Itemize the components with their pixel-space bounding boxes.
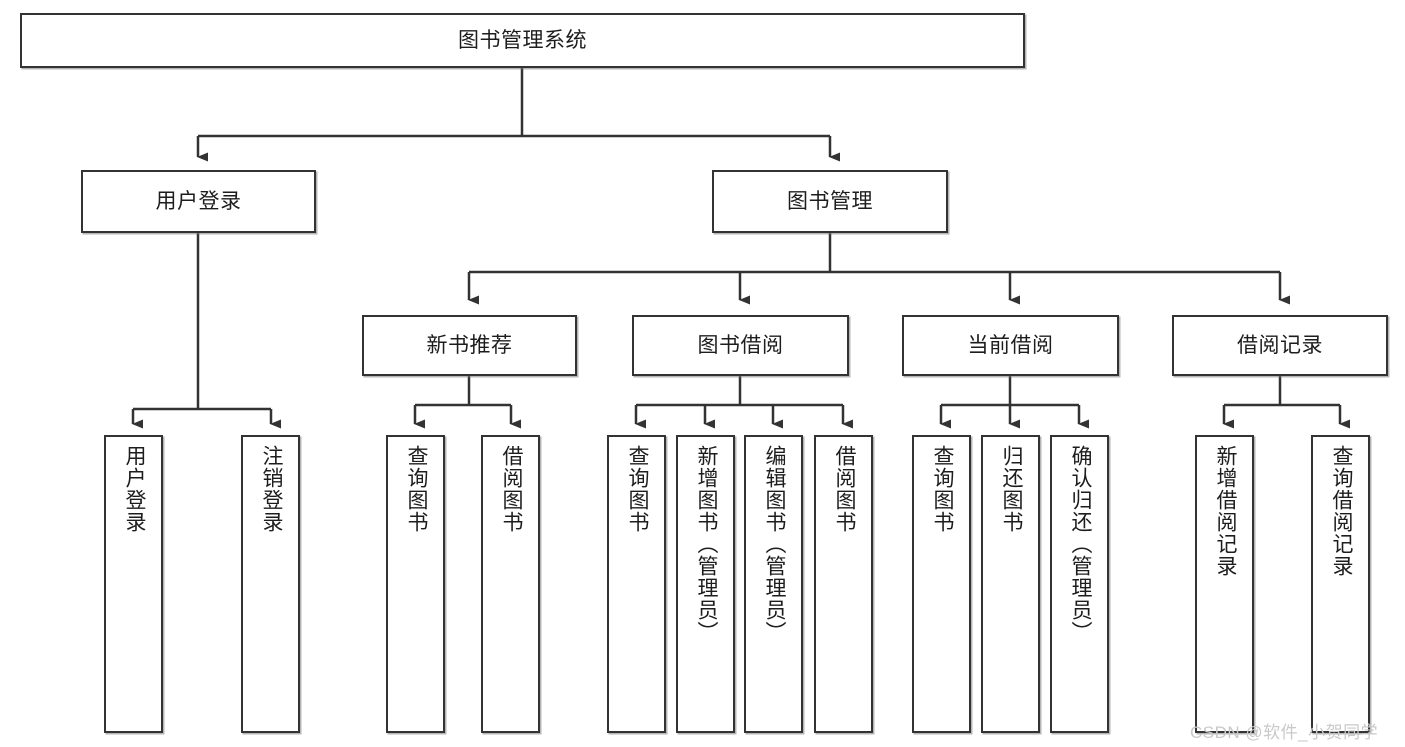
leaf-logout-label: 注销登录	[259, 445, 283, 533]
leaf-borrow-book-borrow-label: 借阅图书	[832, 445, 856, 533]
leaf-edit-book-admin-label: 编辑图书（管理员）	[762, 445, 786, 643]
node-borrow-record-label: 借阅记录	[1237, 334, 1323, 357]
leaf-borrow-book-borrow[interactable]: 借阅图书	[814, 435, 873, 733]
node-book-borrow-label: 图书借阅	[697, 334, 784, 357]
leaf-logout[interactable]: 注销登录	[241, 435, 300, 733]
leaf-add-borrow-record[interactable]: 新增借阅记录	[1195, 435, 1254, 733]
node-user-login-label: 用户登录	[155, 190, 242, 213]
leaf-borrow-book-newbook[interactable]: 借阅图书	[481, 435, 540, 733]
leaf-query-borrow-record-label: 查询借阅记录	[1329, 445, 1353, 577]
leaf-confirm-return-admin-label: 确认归还（管理员）	[1068, 445, 1092, 643]
leaf-query-book-borrow-label: 查询图书	[625, 445, 649, 533]
leaf-query-book-newbook-label: 查询图书	[404, 445, 428, 533]
node-book-management-label: 图书管理	[787, 190, 873, 213]
leaf-user-login[interactable]: 用户登录	[104, 435, 163, 733]
node-book-borrow[interactable]: 图书借阅	[632, 315, 849, 376]
leaf-return-book-label: 归还图书	[999, 445, 1023, 533]
leaf-query-book-newbook[interactable]: 查询图书	[386, 435, 445, 733]
node-user-login[interactable]: 用户登录	[81, 170, 316, 233]
node-new-book-recommend[interactable]: 新书推荐	[362, 315, 577, 376]
leaf-edit-book-admin[interactable]: 编辑图书（管理员）	[744, 435, 803, 733]
leaf-user-login-label: 用户登录	[122, 445, 146, 533]
leaf-query-book-current[interactable]: 查询图书	[912, 435, 971, 733]
leaf-confirm-return-admin[interactable]: 确认归还（管理员）	[1050, 435, 1109, 733]
leaf-add-book-admin[interactable]: 新增图书（管理员）	[676, 435, 735, 733]
leaf-return-book[interactable]: 归还图书	[981, 435, 1040, 733]
node-root[interactable]: 图书管理系统	[20, 13, 1025, 68]
leaf-query-borrow-record[interactable]: 查询借阅记录	[1311, 435, 1370, 733]
node-root-label: 图书管理系统	[458, 29, 587, 52]
node-new-book-recommend-label: 新书推荐	[426, 334, 513, 357]
leaf-borrow-book-newbook-label: 借阅图书	[499, 445, 523, 533]
node-book-management[interactable]: 图书管理	[712, 170, 948, 233]
leaf-add-borrow-record-label: 新增借阅记录	[1213, 445, 1237, 577]
leaf-query-book-borrow[interactable]: 查询图书	[607, 435, 666, 733]
node-current-borrow[interactable]: 当前借阅	[902, 315, 1119, 376]
node-current-borrow-label: 当前借阅	[967, 334, 1054, 357]
leaf-add-book-admin-label: 新增图书（管理员）	[694, 445, 718, 643]
leaf-query-book-current-label: 查询图书	[930, 445, 954, 533]
node-borrow-record[interactable]: 借阅记录	[1172, 315, 1388, 376]
